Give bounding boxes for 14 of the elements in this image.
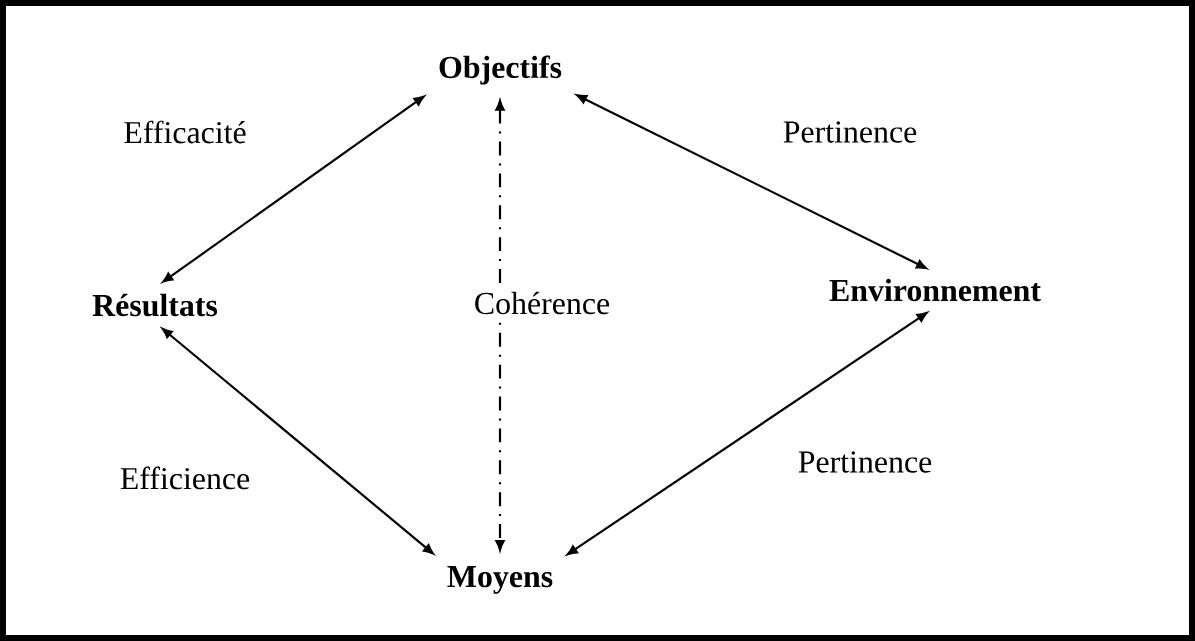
node-label: Environnement [829,278,1041,302]
edge-label: Efficience [115,462,255,494]
arrow [161,327,434,555]
node-label: Résultats [92,293,218,317]
arrow [495,100,505,551]
edge-label: Pertinence [793,447,937,477]
node-label: Moyens [447,566,553,594]
arrow [576,94,927,270]
arrow [162,95,425,283]
edge-label: Efficacité [119,116,251,148]
arrow [566,312,928,556]
node-label: Objectifs [439,55,562,85]
edge-label: Pertinence [778,117,922,147]
edge-label: Cohérence [469,287,615,319]
